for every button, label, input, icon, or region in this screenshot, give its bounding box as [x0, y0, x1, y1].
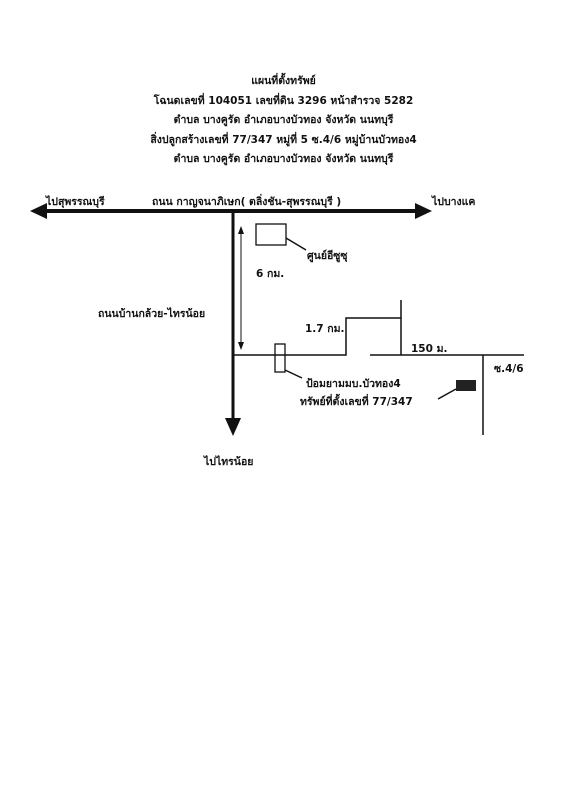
guard-post-marker [274, 343, 286, 373]
label-property: ทรัพย์ที่ตั้งเลขที่ 77/347 [300, 396, 413, 408]
left-arrow-icon [30, 203, 47, 219]
village-route [233, 300, 524, 435]
location-info: ตำบล บางคูรัด อำเภอบางบัวทอง จังหวัด นนท… [173, 114, 394, 126]
label-distance-6km: 6 กม. [256, 268, 285, 280]
label-distance-150m: 150 ม. [411, 343, 448, 355]
label-guard-post: ป้อมยามมบ.บัวทอง4 [306, 378, 401, 390]
isuzu-pointer [285, 237, 307, 251]
document-header: แผนที่ตั้งทรัพย์ โฉนดเลขที่ 104051 เลขที… [0, 72, 567, 170]
building-location-info: ตำบล บางคูรัด อำเภอบางบัวทอง จังหวัด นนท… [173, 153, 394, 165]
label-main-road: ถนน กาญจนาภิเษก( ตลิ่งชัน-สุพรรณบุรี ) [152, 196, 342, 208]
right-arrow-icon [415, 203, 432, 219]
down-arrow-icon [225, 418, 241, 436]
building-info: สิ่งปลูกสร้างเลขที่ 77/347 หมู่ที่ 5 ซ.4… [150, 133, 417, 146]
label-to-suphanburi: ไปสุพรรณบุรี [46, 196, 105, 208]
label-side-road: ถนนบ้านกล้วย-ไทรน้อย [98, 308, 206, 320]
label-distance-1-7km: 1.7 กม. [305, 323, 345, 335]
side-road [225, 211, 241, 436]
distance-6km-arrow [238, 226, 244, 350]
property-marker [456, 380, 476, 391]
map-title: แผนที่ตั้งทรัพย์ [251, 75, 316, 87]
guard-post-pointer [284, 369, 303, 379]
label-to-sai-noi: ไปไทรน้อย [204, 456, 254, 468]
property-pointer [437, 388, 457, 400]
label-to-bang-khae: ไปบางแค [432, 196, 476, 208]
label-soi: ซ.4/6 [494, 363, 524, 375]
deed-info: โฉนดเลขที่ 104051 เลขที่ดิน 3296 หน้าสำร… [153, 94, 414, 107]
label-isuzu-center: ศูนย์อีซูซุ [307, 250, 348, 262]
isuzu-center-marker [255, 223, 287, 246]
